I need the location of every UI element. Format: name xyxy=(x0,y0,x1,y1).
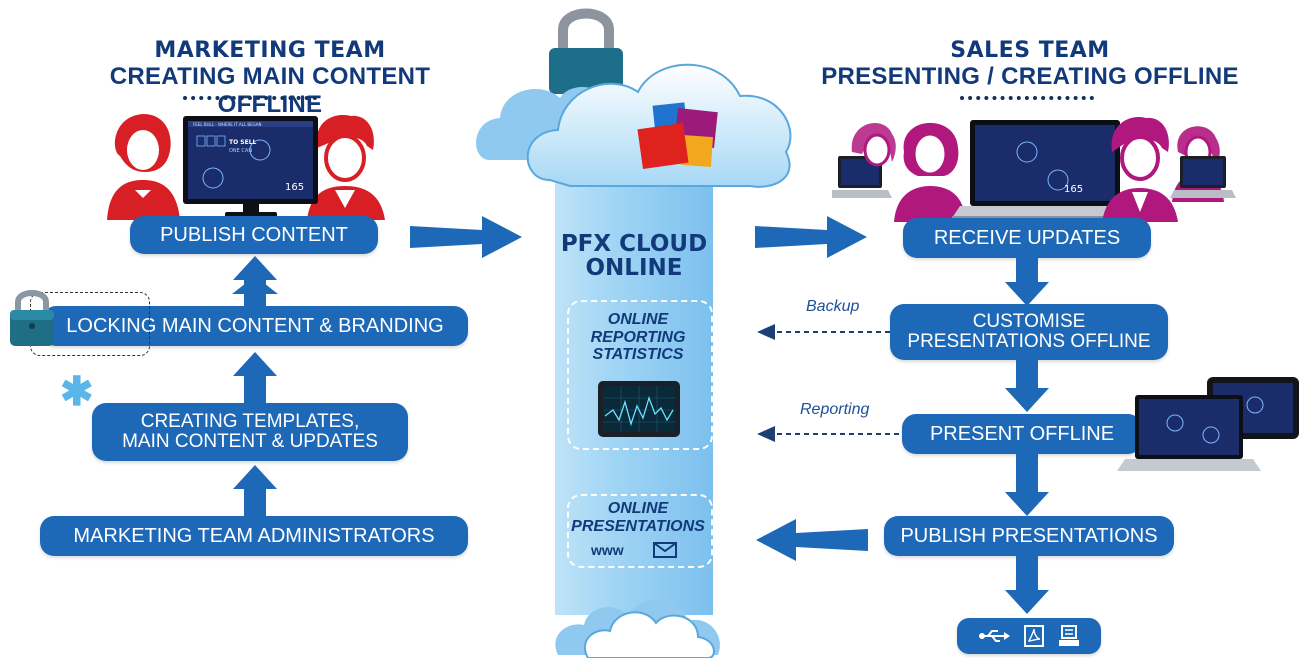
backup-arrow xyxy=(757,324,893,340)
reporting-arrow xyxy=(757,426,907,442)
pfx-logo-icon xyxy=(637,102,718,170)
marketing-divider xyxy=(183,96,317,100)
sales-illustration: 165 xyxy=(832,117,1236,222)
reporting-label: Reporting xyxy=(800,401,870,418)
step-customise-presentations: CUSTOMISE PRESENTATIONS OFFLINE xyxy=(890,304,1168,360)
step-receive-updates: RECEIVE UPDATES xyxy=(903,218,1151,258)
arrow-to-sales xyxy=(755,216,867,258)
padlock-icon xyxy=(10,290,54,346)
down-arrow-4 xyxy=(1005,552,1049,614)
online-reporting-label: ONLINE REPORTING STATISTICS xyxy=(590,311,686,364)
step-label: RECEIVE UPDATES xyxy=(933,226,1121,249)
marketing-subtitle: CREATING MAIN CONTENT OFFLINE xyxy=(109,63,431,118)
step-label: LOCKING MAIN CONTENT & BRANDING xyxy=(66,314,444,337)
person-icon xyxy=(851,122,896,167)
laptop-icon: 165 xyxy=(952,120,1138,220)
marketing-illustration: FEEL BULL - WHERE IT ALL BEGAN TO SELL O… xyxy=(107,114,385,220)
person-icon xyxy=(107,114,180,220)
down-arrow-2 xyxy=(1005,356,1049,412)
step-marketing-admins: MARKETING TEAM ADMINISTRATORS xyxy=(40,516,468,556)
marketing-heading: MARKETING TEAM CREATING MAIN CONTENT OFF… xyxy=(60,38,480,118)
up-arrow-2 xyxy=(233,352,277,404)
sales-heading: SALES TEAM PRESENTING / CREATING OFFLINE xyxy=(810,38,1250,91)
usb-icon xyxy=(979,630,1010,642)
step-creating-templates: CREATING TEMPLATES, MAIN CONTENT & UPDAT… xyxy=(92,403,408,461)
sales-title: SALES TEAM xyxy=(950,38,1110,63)
screen-big2: ONE CAN xyxy=(229,148,252,154)
backup-label: Backup xyxy=(806,298,860,315)
online-presentations-label: ONLINE PRESENTATIONS xyxy=(571,500,705,535)
email-icon xyxy=(653,542,677,558)
step-locking-main-content: LOCKING MAIN CONTENT & BRANDING xyxy=(42,306,468,346)
down-arrow-1 xyxy=(1005,254,1049,306)
marketing-title: MARKETING TEAM xyxy=(154,38,386,63)
person-icon xyxy=(1102,117,1178,222)
step-label: CUSTOMISE PRESENTATIONS OFFLINE xyxy=(907,311,1151,352)
step-label: PUBLISH CONTENT xyxy=(160,223,348,246)
cloud-title: PFX CLOUD ONLINE xyxy=(555,232,713,280)
online-reporting-box xyxy=(567,300,713,450)
laptop-icon xyxy=(1117,395,1261,471)
step-publish-presentations: PUBLISH PRESENTATIONS xyxy=(884,516,1174,556)
devices-illustration xyxy=(1117,377,1299,471)
step-label: PUBLISH PRESENTATIONS xyxy=(900,524,1158,547)
screen-num: 165 xyxy=(285,182,304,193)
laptop-icon xyxy=(1170,156,1236,198)
person-icon xyxy=(307,115,385,220)
tablet-chart-icon xyxy=(598,381,680,437)
up-arrow-1 xyxy=(233,256,277,308)
up-arrow-3 xyxy=(233,465,277,517)
cloud-icon xyxy=(555,600,720,658)
step-present-offline: PRESENT OFFLINE xyxy=(902,414,1142,454)
svg-text:165: 165 xyxy=(1064,184,1083,195)
cloud-title-line1: PFX CLOUD xyxy=(560,231,708,257)
arrow-publish-to-cloud xyxy=(756,519,868,561)
down-arrow-3 xyxy=(1005,450,1049,516)
step-label: CREATING TEMPLATES, MAIN CONTENT & UPDAT… xyxy=(122,411,378,452)
online-presentations-box xyxy=(567,494,713,568)
padlock-icon xyxy=(549,8,623,94)
screen-title: FEEL BULL - WHERE IT ALL BEGAN xyxy=(193,122,262,127)
www-label: www xyxy=(591,542,624,558)
output-formats xyxy=(957,618,1101,654)
print-icon xyxy=(1059,625,1079,646)
monitor-icon: FEEL BULL - WHERE IT ALL BEGAN TO SELL O… xyxy=(183,116,318,218)
asterisk-icon: ✱ xyxy=(60,370,94,414)
step-label: PRESENT OFFLINE xyxy=(929,422,1115,445)
sales-divider xyxy=(960,96,1094,100)
screen-big1: TO SELL xyxy=(229,139,257,146)
pdf-icon xyxy=(1024,625,1044,647)
arrow-to-cloud xyxy=(410,216,522,258)
person-icon xyxy=(894,122,966,222)
sales-subtitle: PRESENTING / CREATING OFFLINE xyxy=(821,63,1239,91)
step-label: MARKETING TEAM ADMINISTRATORS xyxy=(73,524,435,547)
step-publish-content: PUBLISH CONTENT xyxy=(130,216,378,254)
cloud-title-line2: ONLINE xyxy=(585,255,683,282)
